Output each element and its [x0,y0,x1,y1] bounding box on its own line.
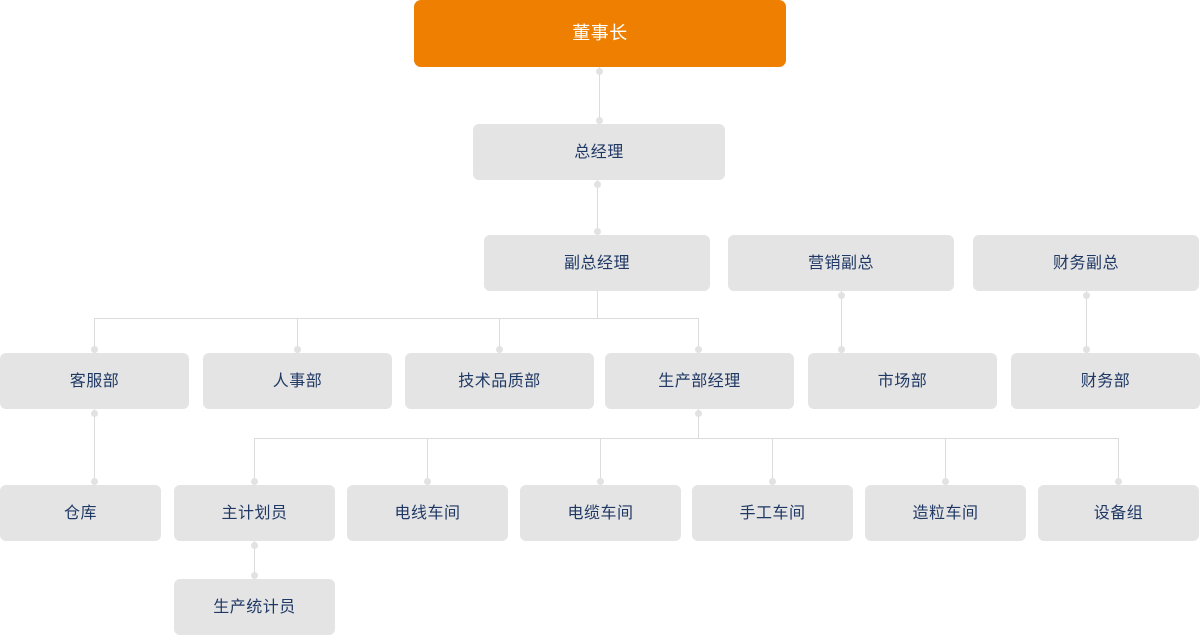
org-node-label: 副总经理 [563,253,630,273]
org-node-label: 生产统计员 [213,597,296,617]
org-node-label: 财务副总 [1052,253,1119,273]
org-node-label: 造粒车间 [912,503,979,523]
connector-dot [250,541,258,549]
org-node-manual-workshop[interactable]: 手工车间 [692,485,853,541]
connector-dot [250,571,258,579]
connector-dot [90,409,98,417]
connector-vertical [945,438,946,485]
org-node-cable-workshop[interactable]: 电缆车间 [520,485,681,541]
org-node-label: 仓库 [63,503,97,523]
connector-dot [593,227,601,235]
org-node-tech-quality[interactable]: 技术品质部 [405,353,594,409]
org-node-finance-vp[interactable]: 财务副总 [973,235,1199,291]
connector-dot [694,345,702,353]
connector-dot [837,291,845,299]
org-node-granulation-workshop[interactable]: 造粒车间 [865,485,1026,541]
connector-dot [941,477,949,485]
org-node-market[interactable]: 市场部 [808,353,997,409]
connector-vertical [698,318,699,353]
org-node-chairman[interactable]: 董事长 [414,0,786,67]
org-node-warehouse[interactable]: 仓库 [0,485,161,541]
org-node-marketing-vp[interactable]: 营销副总 [728,235,954,291]
org-node-label: 设备组 [1093,503,1144,523]
connector-dot [90,345,98,353]
connector-horizontal [254,438,1118,439]
connector-dot [250,477,258,485]
org-node-production-manager[interactable]: 生产部经理 [605,353,794,409]
connector-dot [595,67,603,75]
connector-dot [1082,345,1090,353]
connector-dot [1082,291,1090,299]
connector-dot [768,477,776,485]
connector-vertical [841,291,842,353]
connector-vertical [597,180,598,235]
org-node-label: 主计划员 [221,503,288,523]
org-node-equipment-group[interactable]: 设备组 [1038,485,1199,541]
org-node-label: 电缆车间 [567,503,634,523]
org-node-hr[interactable]: 人事部 [203,353,392,409]
connector-dot [423,477,431,485]
connector-vertical [1086,291,1087,353]
connector-dot [1114,477,1122,485]
connector-vertical [1118,438,1119,485]
org-node-label: 电线车间 [394,503,461,523]
org-node-customer-service[interactable]: 客服部 [0,353,189,409]
connector-vertical [600,438,601,485]
connector-dot [495,345,503,353]
connector-dot [293,345,301,353]
org-node-label: 手工车间 [739,503,806,523]
org-node-label: 市场部 [877,371,928,391]
connector-vertical [772,438,773,485]
connector-vertical [597,291,598,318]
org-node-label: 人事部 [272,371,323,391]
connector-vertical [427,438,428,485]
connector-vertical [698,409,699,438]
org-node-gm[interactable]: 总经理 [473,124,725,180]
org-node-label: 总经理 [574,142,624,162]
connector-vertical [599,67,600,124]
connector-vertical [94,318,95,353]
connector-dot [90,477,98,485]
connector-vertical [254,541,255,579]
org-node-label: 董事长 [572,22,628,44]
connector-dot [837,345,845,353]
connector-vertical [94,409,95,485]
connector-vertical [297,318,298,353]
connector-horizontal [94,318,698,319]
connector-dot [596,477,604,485]
connector-vertical [254,438,255,485]
org-node-label: 营销副总 [807,253,874,273]
org-node-label: 客服部 [69,371,120,391]
org-node-label: 财务部 [1080,371,1131,391]
org-node-label: 技术品质部 [458,371,541,391]
org-node-production-statistician[interactable]: 生产统计员 [174,579,335,635]
org-node-finance-dept[interactable]: 财务部 [1011,353,1200,409]
org-node-chief-planner[interactable]: 主计划员 [174,485,335,541]
connector-vertical [499,318,500,353]
org-node-deputy-gm[interactable]: 副总经理 [484,235,710,291]
connector-dot [694,409,702,417]
org-node-label: 生产部经理 [658,371,741,391]
connector-dot [595,116,603,124]
org-node-wire-workshop[interactable]: 电线车间 [347,485,508,541]
connector-dot [593,180,601,188]
